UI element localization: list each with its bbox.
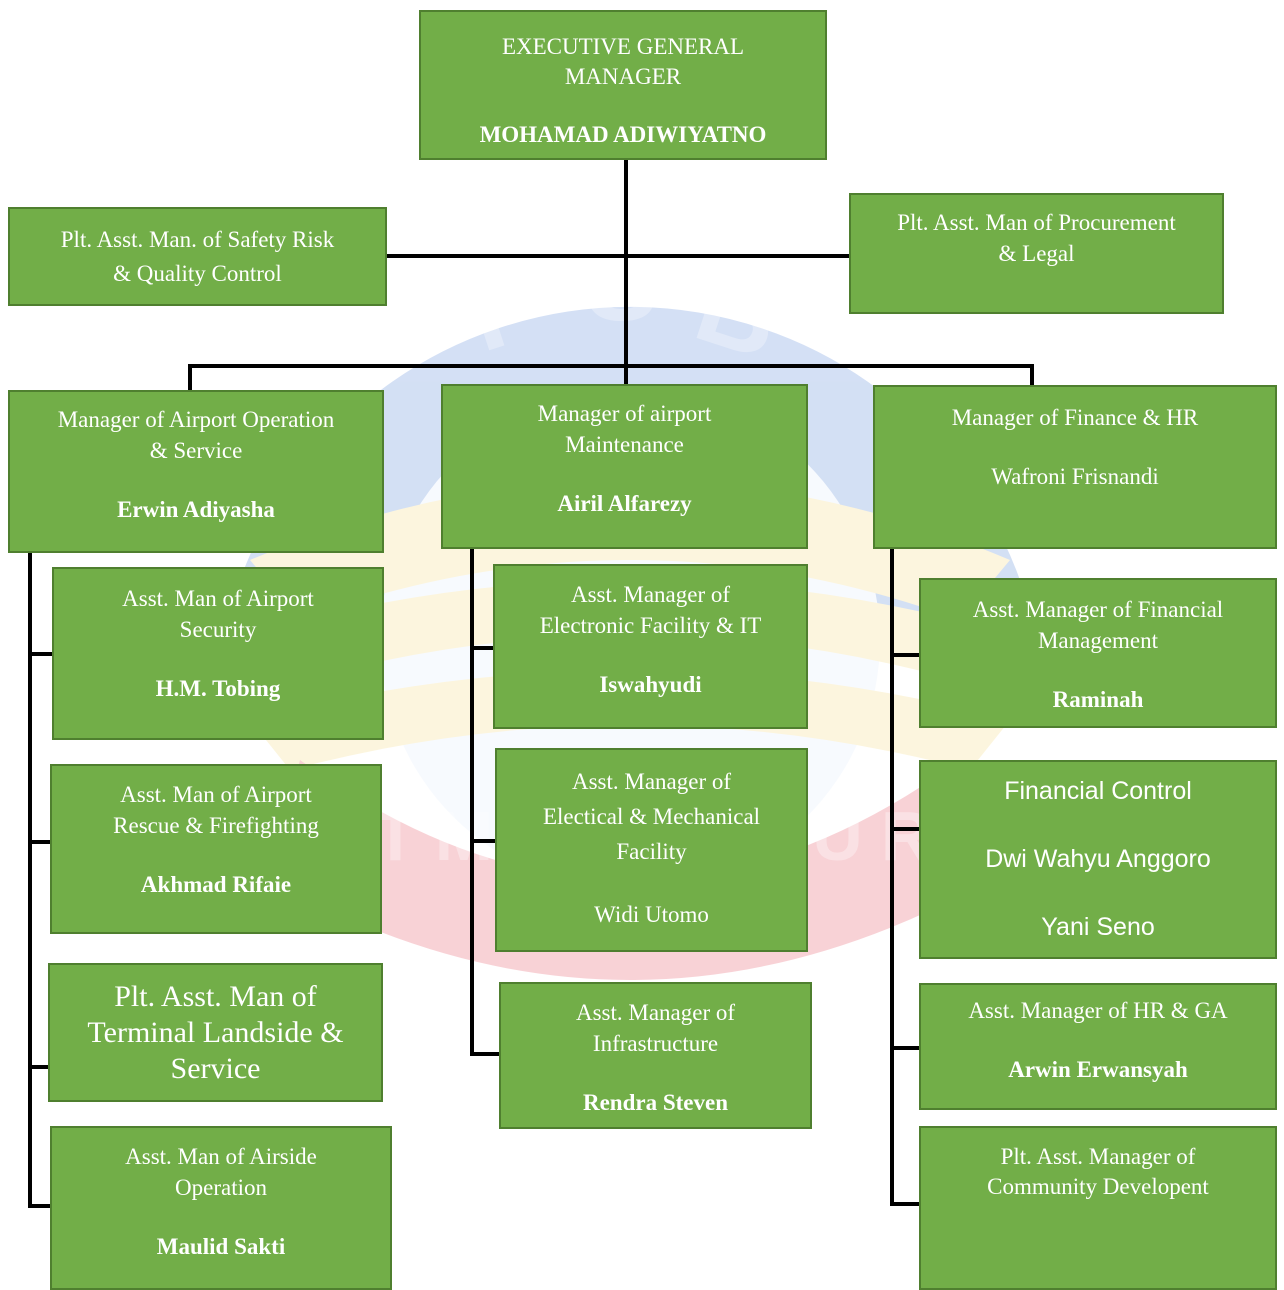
terminal-landside-service-box: Plt. Asst. Man of Terminal Landside & Se… bbox=[48, 963, 383, 1102]
airside-title-line-2: Operation bbox=[175, 1175, 267, 1200]
eit-title-line-1: Asst. Manager of bbox=[570, 582, 731, 607]
maint-manager-title-line-2: Maintenance bbox=[565, 432, 684, 457]
airside-title-line-1: Asst. Man of Airside bbox=[125, 1144, 317, 1169]
executive-general-manager-box: EXECUTIVE GENERAL MANAGER MOHAMAD ADIWIY… bbox=[419, 10, 827, 160]
infrastructure-box: Asst. Manager of Infrastructure Rendra S… bbox=[499, 982, 812, 1129]
ops-manager-title-line-1: Manager of Airport Operation bbox=[57, 407, 335, 432]
ops-manager-name: Erwin Adiyasha bbox=[117, 497, 275, 522]
comm-title-line-2: Community Developent bbox=[987, 1174, 1209, 1199]
safety-risk-quality-control-box: Plt. Asst. Man. of Safety Risk & Quality… bbox=[8, 207, 387, 306]
community-development-box: Plt. Asst. Manager of Community Develope… bbox=[919, 1126, 1277, 1290]
terminal-title-line-1: Plt. Asst. Man of bbox=[114, 980, 317, 1013]
safety-risk-title-line-1: Plt. Asst. Man. of Safety Risk bbox=[60, 227, 335, 252]
egm-title-line-2: MANAGER bbox=[564, 64, 682, 89]
fc-title: Financial Control bbox=[1004, 777, 1192, 805]
hr-title: Asst. Manager of HR & GA bbox=[968, 998, 1228, 1023]
airport-rescue-firefighting-box: Asst. Man of Airport Rescue & Firefighti… bbox=[50, 764, 382, 934]
security-title-line-1: Asst. Man of Airport bbox=[122, 586, 314, 611]
terminal-title-line-3: Service bbox=[170, 1052, 261, 1085]
maint-manager-title-line-1: Manager of airport bbox=[537, 401, 712, 426]
airport-security-box: Asst. Man of Airport Security H.M. Tobin… bbox=[52, 567, 384, 740]
fc-name-2: Yani Seno bbox=[1041, 913, 1155, 941]
terminal-title-line-2: Terminal Landside & bbox=[87, 1016, 344, 1049]
maint-manager-name: Airil Alfarezy bbox=[557, 491, 692, 516]
procurement-title-line-1: Plt. Asst. Man of Procurement bbox=[897, 210, 1176, 235]
eit-name: Iswahyudi bbox=[599, 672, 702, 697]
em-title-line-2: Electical & Mechanical bbox=[542, 804, 761, 829]
procurement-legal-box: Plt. Asst. Man of Procurement & Legal bbox=[849, 193, 1224, 314]
rescue-name: Akhmad Rifaie bbox=[140, 872, 292, 897]
financial-control-box: Financial Control Dwi Wahyu Anggoro Yani… bbox=[919, 760, 1277, 959]
rescue-title-line-2: Rescue & Firefighting bbox=[113, 813, 319, 838]
manager-airport-operation-box: Manager of Airport Operation & Service E… bbox=[8, 390, 384, 553]
procurement-title-line-2: & Legal bbox=[998, 241, 1075, 266]
em-title-line-1: Asst. Manager of bbox=[571, 769, 732, 794]
electrical-mechanical-facility-box: Asst. Manager of Electical & Mechanical … bbox=[495, 748, 808, 952]
security-title-line-2: Security bbox=[179, 617, 257, 642]
infra-title-line-2: Infrastructure bbox=[592, 1031, 719, 1056]
egm-title-line-1: EXECUTIVE GENERAL bbox=[501, 34, 745, 59]
em-title-line-3: Facility bbox=[616, 839, 687, 864]
fin-manager-title: Manager of Finance & HR bbox=[951, 405, 1199, 430]
security-name: H.M. Tobing bbox=[155, 676, 281, 701]
manager-airport-maintenance-box: Manager of airport Maintenance Airil Alf… bbox=[441, 384, 808, 549]
fm-title-line-1: Asst. Manager of Financial bbox=[972, 597, 1224, 622]
eit-title-line-2: Electronic Facility & IT bbox=[539, 613, 762, 638]
safety-risk-title-line-2: & Quality Control bbox=[113, 261, 282, 286]
em-name: Widi Utomo bbox=[594, 902, 709, 927]
comm-title-line-1: Plt. Asst. Manager of bbox=[1000, 1144, 1196, 1169]
airside-name: Maulid Sakti bbox=[156, 1234, 286, 1259]
ops-manager-title-line-2: & Service bbox=[149, 438, 243, 463]
manager-finance-hr-box: Manager of Finance & HR Wafroni Frisnand… bbox=[873, 385, 1277, 549]
hr-ga-box: Asst. Manager of HR & GA Arwin Erwansyah bbox=[919, 983, 1277, 1110]
hr-name: Arwin Erwansyah bbox=[1008, 1057, 1188, 1082]
airside-operation-box: Asst. Man of Airside Operation Maulid Sa… bbox=[50, 1126, 392, 1290]
fm-title-line-2: Management bbox=[1037, 628, 1159, 653]
fc-name-1: Dwi Wahyu Anggoro bbox=[985, 845, 1211, 873]
rescue-title-line-1: Asst. Man of Airport bbox=[120, 782, 312, 807]
infra-name: Rendra Steven bbox=[582, 1090, 729, 1115]
egm-name: MOHAMAD ADIWIYATNO bbox=[479, 122, 767, 147]
fm-name: Raminah bbox=[1052, 687, 1144, 712]
infra-title-line-1: Asst. Manager of bbox=[575, 1000, 736, 1025]
fin-manager-name: Wafroni Frisnandi bbox=[991, 464, 1159, 489]
financial-management-box: Asst. Manager of Financial Management Ra… bbox=[919, 578, 1277, 728]
electronic-facility-it-box: Asst. Manager of Electronic Facility & I… bbox=[493, 564, 808, 729]
